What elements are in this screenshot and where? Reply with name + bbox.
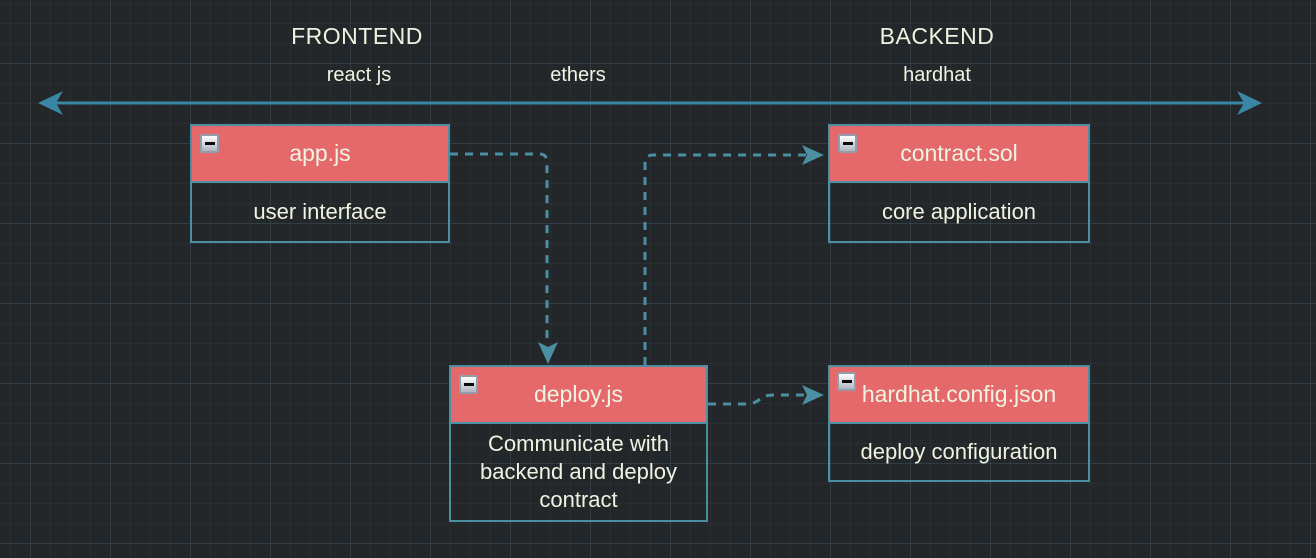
node-contract-sol[interactable]: contract.sol core application xyxy=(828,124,1090,243)
axis-double-arrow[interactable] xyxy=(38,91,1262,115)
node-title: deploy.js xyxy=(533,381,624,407)
lane-title-backend: BACKEND xyxy=(879,23,995,49)
node-deploy-js[interactable]: deploy.js Communicate with backend and d… xyxy=(449,365,708,522)
connector-app-to-deploy[interactable] xyxy=(450,152,558,364)
collapse-minus-icon[interactable] xyxy=(838,134,857,153)
node-app-js[interactable]: app.js user interface xyxy=(190,124,450,243)
node-body: user interface xyxy=(253,199,387,224)
minus-icon xyxy=(842,142,853,145)
collapse-minus-icon[interactable] xyxy=(459,375,478,394)
node-deploy-js-header: deploy.js xyxy=(451,367,706,424)
node-title: app.js xyxy=(289,140,351,166)
node-hardhat-config-json-header: hardhat.config.json xyxy=(830,367,1088,424)
minus-icon xyxy=(841,380,852,383)
node-contract-sol-header: contract.sol xyxy=(830,126,1088,183)
connector-deploy-to-hardhat-config[interactable] xyxy=(708,385,824,406)
lane-title-frontend: FRONTEND xyxy=(291,23,423,49)
collapse-minus-icon[interactable] xyxy=(837,372,856,391)
node-body: deploy configuration xyxy=(860,439,1058,464)
node-body: Communicate with backend and deploy cont… xyxy=(480,431,677,512)
node-title: contract.sol xyxy=(900,140,1018,166)
node-title: hardhat.config.json xyxy=(861,381,1057,407)
tech-label-hardhat: hardhat xyxy=(903,64,971,86)
tech-label-react-js: react js xyxy=(326,64,392,86)
minus-icon xyxy=(463,383,474,386)
node-body: core application xyxy=(881,199,1037,224)
minus-icon xyxy=(204,142,215,145)
tech-label-ethers: ethers xyxy=(550,64,606,86)
node-hardhat-config-json[interactable]: hardhat.config.json deploy configuration xyxy=(828,365,1090,482)
node-app-js-header: app.js xyxy=(192,126,448,183)
connector-deploy-to-contract[interactable] xyxy=(643,145,824,365)
collapse-minus-icon[interactable] xyxy=(200,134,219,153)
